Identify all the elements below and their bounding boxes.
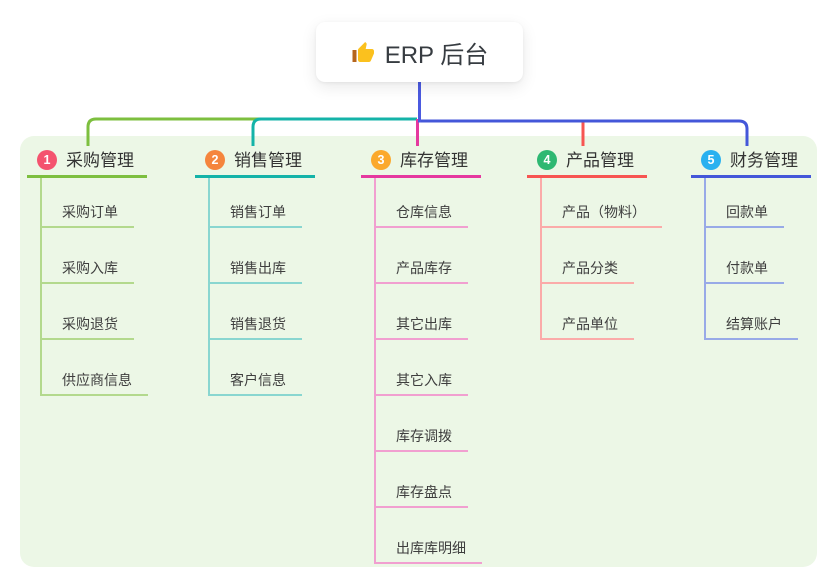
branch-node-finance[interactable]: 5 财务管理 [691, 136, 811, 178]
branch-procurement: 1 采购管理 采购订单 采购入库 采购退货 供应商信息 [27, 136, 148, 396]
child-node[interactable]: 库存调拨 [376, 396, 468, 452]
child-node[interactable]: 供应商信息 [42, 340, 148, 396]
child-node-label: 出库库明细 [396, 540, 466, 556]
branch-number-badge: 5 [701, 150, 721, 170]
child-node-label: 产品库存 [396, 260, 452, 276]
branch-sales: 2 销售管理 销售订单 销售出库 销售退货 客户信息 [195, 136, 315, 396]
branch-node-product[interactable]: 4 产品管理 [527, 136, 647, 178]
branch-children: 销售订单 销售出库 销售退货 客户信息 [208, 178, 302, 396]
child-node[interactable]: 回款单 [706, 178, 784, 228]
child-node[interactable]: 产品库存 [376, 228, 468, 284]
child-node[interactable]: 产品单位 [542, 284, 634, 340]
branch-node-procurement[interactable]: 1 采购管理 [27, 136, 147, 178]
branch-children: 产品（物料） 产品分类 产品单位 [540, 178, 662, 340]
branch-inventory: 3 库存管理 仓库信息 产品库存 其它出库 其它入库 库存调拨 库存盘点 出库库… [361, 136, 482, 564]
child-node-label: 产品（物料） [562, 204, 646, 220]
child-node[interactable]: 采购入库 [42, 228, 134, 284]
child-node-label: 采购订单 [62, 204, 118, 220]
child-node[interactable]: 产品分类 [542, 228, 634, 284]
root-node[interactable]: ERP 后台 [316, 22, 523, 82]
child-node[interactable]: 销售订单 [210, 178, 302, 228]
child-node-label: 库存调拨 [396, 428, 452, 444]
child-node[interactable]: 产品（物料） [542, 178, 662, 228]
child-node-label: 其它出库 [396, 316, 452, 332]
branch-product: 4 产品管理 产品（物料） 产品分类 产品单位 [527, 136, 662, 340]
branch-title: 采购管理 [66, 151, 134, 170]
child-node-label: 供应商信息 [62, 372, 132, 388]
child-node-label: 销售订单 [230, 204, 286, 220]
branch-children: 仓库信息 产品库存 其它出库 其它入库 库存调拨 库存盘点 出库库明细 [374, 178, 482, 564]
branch-number-badge: 3 [371, 150, 391, 170]
branch-children: 回款单 付款单 结算账户 [704, 178, 798, 340]
branch-children: 采购订单 采购入库 采购退货 供应商信息 [40, 178, 148, 396]
child-node-label: 回款单 [726, 204, 768, 220]
child-node-label: 其它入库 [396, 372, 452, 388]
child-node-label: 库存盘点 [396, 484, 452, 500]
child-node[interactable]: 采购退货 [42, 284, 134, 340]
child-node[interactable]: 结算账户 [706, 284, 798, 340]
child-node[interactable]: 仓库信息 [376, 178, 468, 228]
child-node[interactable]: 其它出库 [376, 284, 468, 340]
branch-number-badge: 1 [37, 150, 57, 170]
child-node-label: 采购入库 [62, 260, 118, 276]
child-node-label: 结算账户 [726, 316, 782, 332]
branch-title: 产品管理 [566, 151, 634, 170]
child-node-label: 客户信息 [230, 372, 286, 388]
child-node[interactable]: 客户信息 [210, 340, 302, 396]
child-node[interactable]: 销售退货 [210, 284, 302, 340]
branch-finance: 5 财务管理 回款单 付款单 结算账户 [691, 136, 811, 340]
branch-number-badge: 4 [537, 150, 557, 170]
child-node[interactable]: 采购订单 [42, 178, 134, 228]
child-node[interactable]: 库存盘点 [376, 452, 468, 508]
branch-node-inventory[interactable]: 3 库存管理 [361, 136, 481, 178]
child-node[interactable]: 付款单 [706, 228, 784, 284]
branch-title: 财务管理 [730, 151, 798, 170]
canvas-panel [20, 136, 817, 567]
child-node[interactable]: 其它入库 [376, 340, 468, 396]
branch-title: 销售管理 [234, 151, 302, 170]
thumbs-up-icon [352, 42, 374, 62]
child-node-label: 采购退货 [62, 316, 118, 332]
child-node-label: 销售出库 [230, 260, 286, 276]
root-title: ERP 后台 [384, 41, 489, 69]
child-node-label: 销售退货 [230, 316, 286, 332]
child-node-label: 产品单位 [562, 316, 618, 332]
branch-title: 库存管理 [400, 151, 468, 170]
child-node[interactable]: 销售出库 [210, 228, 302, 284]
branch-node-sales[interactable]: 2 销售管理 [195, 136, 315, 178]
child-node-label: 仓库信息 [396, 204, 452, 220]
child-node-label: 付款单 [726, 260, 768, 276]
child-node-label: 产品分类 [562, 260, 618, 276]
child-node[interactable]: 出库库明细 [376, 508, 482, 564]
branch-number-badge: 2 [205, 150, 225, 170]
